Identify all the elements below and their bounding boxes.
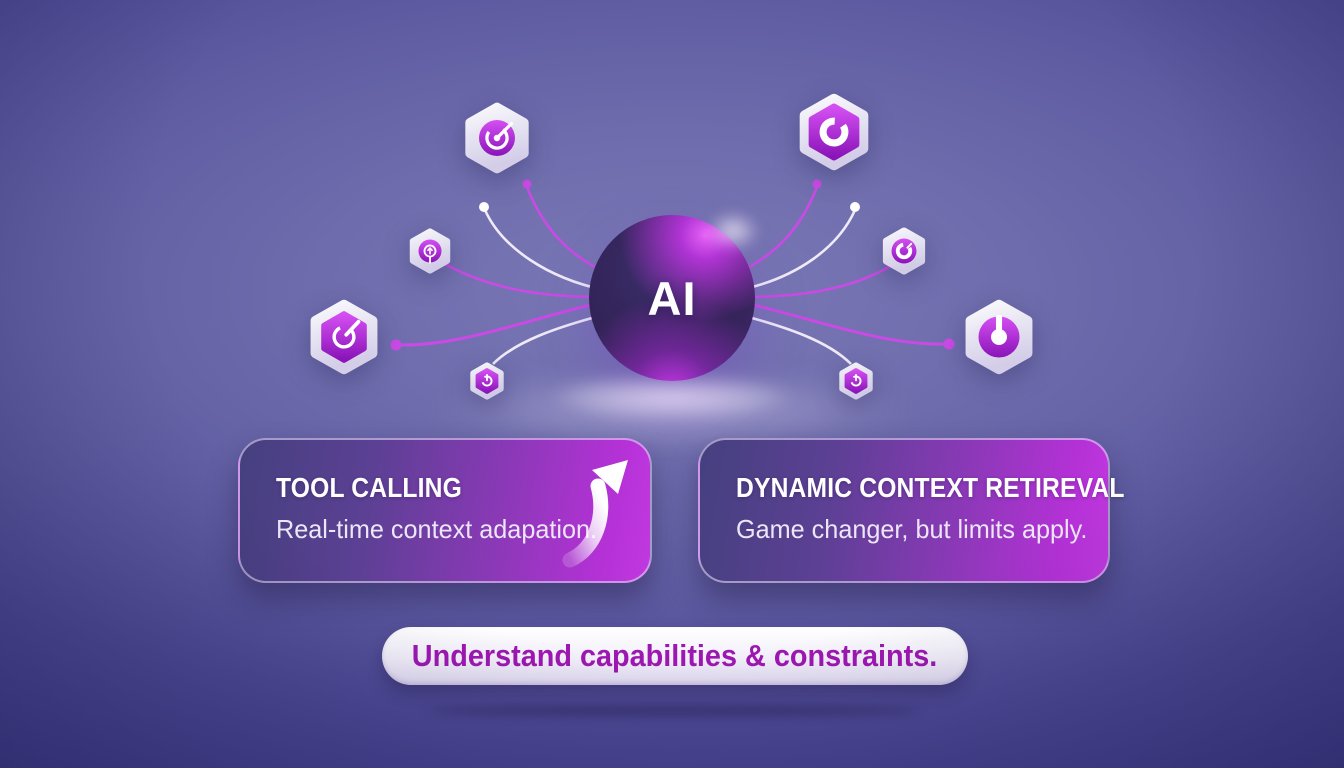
connector-dots: [390, 179, 955, 351]
node-far-left: [306, 299, 382, 375]
power-hexagon-icon: [470, 362, 504, 400]
footer-pill-shadow: [428, 705, 920, 716]
notched-ring-hexagon-icon: [799, 93, 869, 171]
node-bottom-right: [837, 362, 875, 400]
power-hexagon-icon: [839, 362, 873, 400]
ai-label: AI: [647, 271, 697, 325]
node-mid-right: [880, 227, 928, 275]
footer-pill: Understand capabilities & constraints.: [382, 627, 968, 685]
card-dynamic-context: DYNAMIC CONTEXT RETIREVAL Game changer, …: [698, 438, 1124, 583]
curved-arrow-up-right-icon: [562, 460, 628, 568]
node-mid-left: [407, 228, 453, 274]
card-tool-calling: TOOL CALLING Real-time context adapation…: [238, 438, 652, 583]
card-title: DYNAMIC CONTEXT RETIREVAL: [736, 472, 1125, 503]
connector-lines: [390, 179, 955, 365]
footer-text: Understand capabilities & constraints.: [412, 638, 938, 673]
donut-pin-icon: [965, 299, 1033, 375]
card-subtitle: Real-time context adapation.: [276, 514, 598, 544]
node-far-right: [961, 299, 1037, 375]
gauge-hexagon-icon: [310, 299, 378, 375]
node-bottom-left: [468, 362, 506, 400]
card-subtitle: Game changer, but limits apply.: [736, 514, 1088, 544]
ai-sphere: AI: [589, 215, 755, 381]
node-top-right: [795, 93, 873, 171]
pin-arrow-icon: [409, 228, 451, 274]
node-top-left: [461, 102, 533, 174]
radar-target-icon: [465, 102, 529, 174]
gauge-ring-icon: [882, 227, 926, 275]
card-title: TOOL CALLING: [276, 472, 463, 503]
